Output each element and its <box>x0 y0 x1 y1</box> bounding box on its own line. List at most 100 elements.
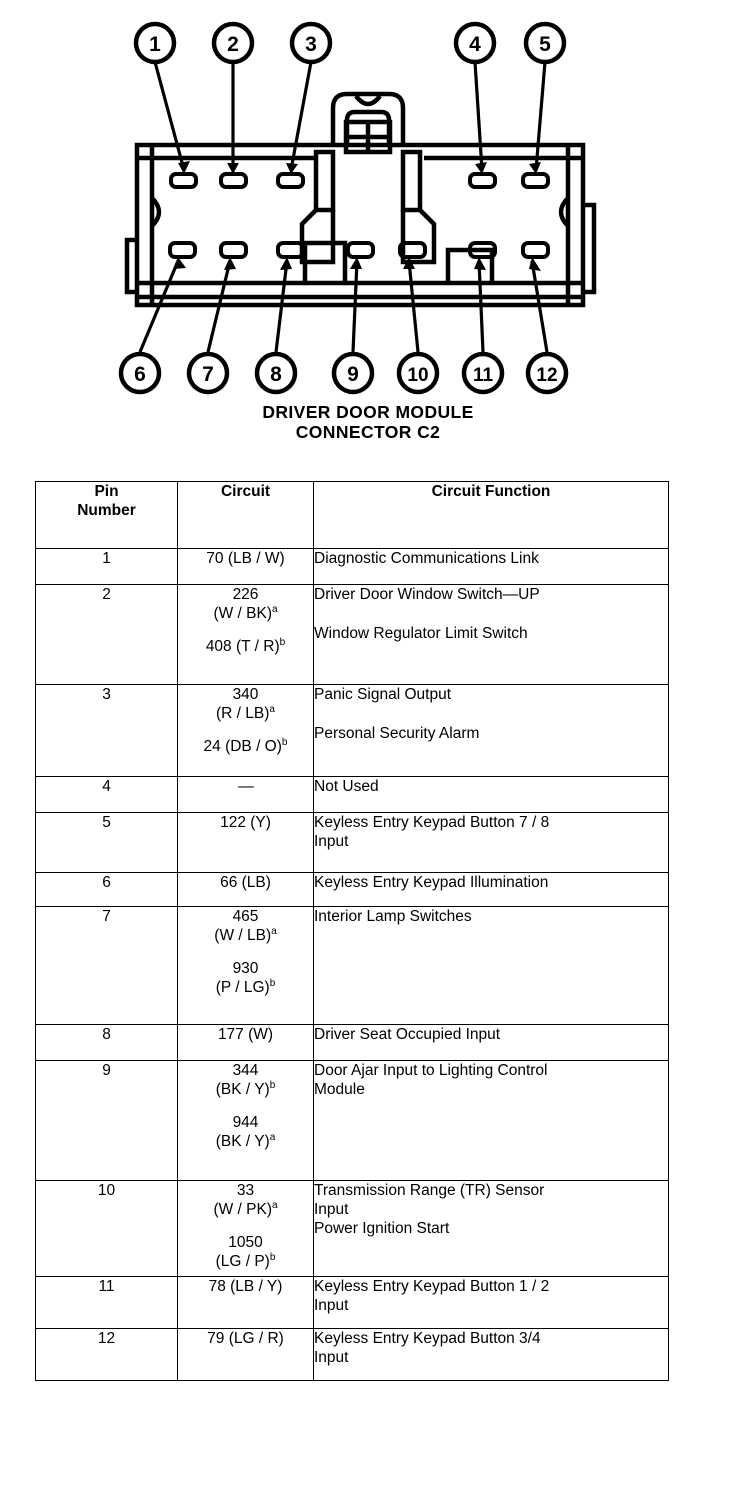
function-line: Keyless Entry Keypad Button 3/4 <box>314 1330 541 1347</box>
cavity-row-bottom <box>168 241 550 259</box>
callout-9 <box>331 351 375 395</box>
circuit-footnote-marker: a <box>269 1131 276 1143</box>
circuit-footnote-marker: a <box>272 1199 278 1211</box>
callout-7 <box>186 351 230 395</box>
cavity-9 <box>346 241 375 259</box>
function-line: Driver Door Window Switch—UP <box>314 586 540 603</box>
cell-circuit: 70 (LB / W) <box>177 548 314 585</box>
cell-circuit: 122 (Y) <box>177 812 314 873</box>
cell-pin-number: 10 <box>35 1180 178 1277</box>
function-line: Module <box>314 1081 365 1098</box>
function-line: Panic Signal Output <box>314 686 452 703</box>
function-line: Diagnostic Communications Link <box>314 550 539 567</box>
cell-pin-number: 1 <box>35 548 178 585</box>
function-line: Input <box>314 833 349 850</box>
circuit-id: 122 (Y) <box>220 814 271 831</box>
circuit-id: 1050 <box>228 1234 263 1251</box>
circuit-id: 24 (DB / O)b <box>203 736 288 755</box>
callout-label-4: 4 <box>469 33 481 56</box>
cell-circuit-function: Diagnostic Communications Link <box>313 548 669 585</box>
callout-12 <box>525 351 569 395</box>
callout-label-3: 3 <box>305 33 317 56</box>
caption-line-1: DRIVER DOOR MODULE <box>262 402 474 422</box>
cavity-11 <box>468 241 497 259</box>
cell-circuit-function: Keyless Entry Keypad Button 1 / 2 Input <box>313 1276 669 1329</box>
diagram-caption: DRIVER DOOR MODULE CONNECTOR C2 <box>0 402 736 442</box>
cavity-7 <box>219 241 248 259</box>
cell-pin-number: 6 <box>35 872 178 907</box>
function-line: Not Used <box>314 778 379 795</box>
leader-arrowheads-bottom <box>173 257 541 271</box>
callout-label-5: 5 <box>539 33 551 56</box>
cell-circuit-function: Keyless Entry Keypad Illumination <box>313 872 669 907</box>
callout-label-10: 10 <box>407 365 428 386</box>
function-line: Personal Security Alarm <box>314 725 480 742</box>
cell-pin-number: 5 <box>35 812 178 873</box>
circuit-footnote-marker: b <box>269 1251 276 1263</box>
header-circuit-function: Circuit Function <box>313 481 669 549</box>
callout-label-11: 11 <box>473 365 494 386</box>
circuit-id: 33 <box>236 1182 255 1199</box>
circuit-color-code: (LG / P)b <box>215 1251 276 1270</box>
cell-pin-number: 4 <box>35 776 178 813</box>
callout-2 <box>211 21 255 65</box>
callout-11 <box>461 351 505 395</box>
circuit-id: 944 <box>232 1114 259 1131</box>
circuit-footnote-marker: b <box>279 636 286 648</box>
callout-3 <box>289 21 333 65</box>
circuit-id: 226 <box>232 586 259 603</box>
circuit-id: 78 (LB / Y) <box>208 1278 283 1295</box>
function-line: Door Ajar Input to Lighting Control <box>314 1062 548 1079</box>
circuit-footnote-marker: a <box>271 925 277 937</box>
callout-label-6: 6 <box>134 363 146 386</box>
table-header-row: Pin Number Circuit Circuit Function <box>35 481 669 549</box>
circuit-id: 340 <box>232 686 259 703</box>
function-line: Window Regulator Limit Switch <box>314 625 528 642</box>
cell-circuit: 66 (LB) <box>177 872 314 907</box>
cell-pin-number: 7 <box>35 906 178 1025</box>
leader-lines-bottom <box>138 260 549 353</box>
circuit-id: — <box>238 778 253 795</box>
header-pin-line1: Pin <box>94 483 119 500</box>
header-circuit: Circuit <box>177 481 314 549</box>
cell-circuit: — <box>177 776 314 813</box>
callout-labels: 1 2 3 4 5 6 7 8 9 10 11 12 <box>134 33 557 386</box>
cell-circuit: 78 (LB / Y) <box>177 1276 314 1329</box>
circuit-id: 930 <box>232 960 259 977</box>
cell-pin-number: 8 <box>35 1024 178 1061</box>
callout-6 <box>118 351 162 395</box>
connector-diagram: 1 2 3 4 5 6 7 8 9 10 11 12 <box>0 0 736 460</box>
circuit-color-code: (P / LG)b <box>215 977 276 996</box>
function-line: Input <box>314 1297 349 1314</box>
function-line: Keyless Entry Keypad Illumination <box>314 874 549 891</box>
cavity-3 <box>276 172 305 189</box>
cavity-5 <box>521 172 550 189</box>
header-pin-line2: Number <box>77 502 136 519</box>
callout-label-8: 8 <box>270 363 282 386</box>
function-line: Keyless Entry Keypad Button 1 / 2 <box>314 1278 550 1295</box>
callout-8 <box>254 351 298 395</box>
cell-pin-number: 2 <box>35 584 178 685</box>
circuit-id: 408 (T / R)b <box>205 636 286 655</box>
cavity-10 <box>398 241 427 259</box>
function-line: Input <box>314 1201 349 1218</box>
callout-1 <box>133 21 177 65</box>
circuit-color-code: (W / LB)a <box>214 925 277 944</box>
cell-circuit-function: Interior Lamp Switches <box>313 906 669 1025</box>
